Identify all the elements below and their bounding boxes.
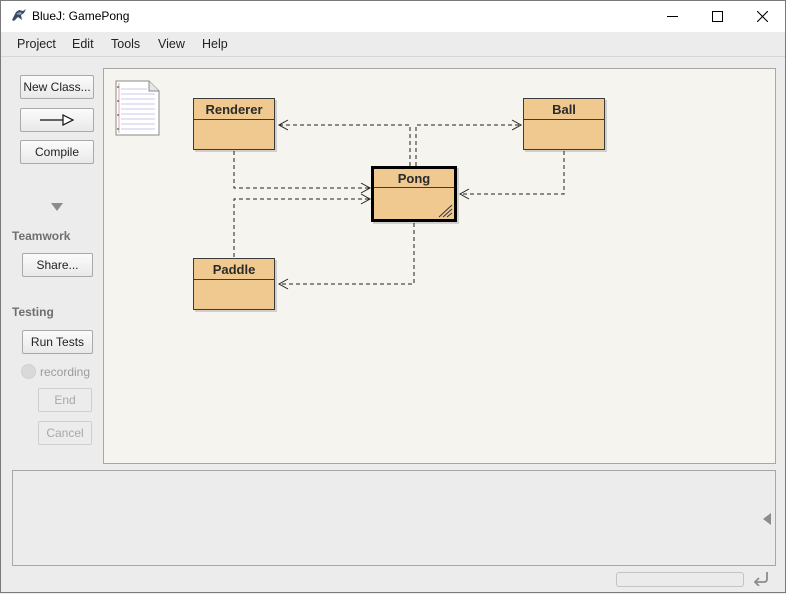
class-name: Ball <box>524 99 604 120</box>
menu-view[interactable]: View <box>158 37 185 51</box>
close-icon <box>756 11 768 22</box>
new-class-button[interactable]: New Class... <box>20 75 94 99</box>
maximize-icon <box>711 11 723 22</box>
minimize-button[interactable] <box>649 1 695 32</box>
close-button[interactable] <box>739 1 785 32</box>
share-button[interactable]: Share... <box>22 253 93 277</box>
class-name: Paddle <box>194 259 274 280</box>
class-ball[interactable]: Ball <box>523 98 605 150</box>
maximize-button[interactable] <box>694 1 740 32</box>
class-name: Pong <box>374 169 454 188</box>
teamwork-label: Teamwork <box>12 229 71 243</box>
menu-bar: Project Edit Tools View Help <box>1 32 785 56</box>
expand-panel-arrow-icon[interactable] <box>763 513 771 525</box>
class-renderer[interactable]: Renderer <box>193 98 275 150</box>
class-pong[interactable]: Pong <box>371 166 457 222</box>
new-inheritance-arrow-button[interactable] <box>20 108 94 132</box>
menu-help[interactable]: Help <box>202 37 228 51</box>
minimize-icon <box>666 16 678 17</box>
message-area <box>12 470 776 566</box>
menu-divider <box>1 56 785 57</box>
testing-label: Testing <box>12 305 54 319</box>
resize-handle-icon[interactable] <box>437 204 453 218</box>
class-paddle[interactable]: Paddle <box>193 258 275 310</box>
menu-edit[interactable]: Edit <box>72 37 94 51</box>
menu-tools[interactable]: Tools <box>111 37 141 51</box>
undo-arrow-icon[interactable] <box>752 570 770 586</box>
readme-document-icon[interactable] <box>113 79 161 137</box>
recording-indicator-icon <box>21 364 36 379</box>
inheritance-arrow-icon <box>40 114 75 126</box>
collapse-toolbar-triangle-icon[interactable] <box>51 203 63 211</box>
menu-project[interactable]: Project <box>17 37 56 51</box>
bluej-bird-icon <box>12 9 26 21</box>
end-button[interactable]: End <box>38 388 92 412</box>
cancel-button[interactable]: Cancel <box>38 421 92 445</box>
title-bar[interactable]: BlueJ: GamePong <box>1 1 785 32</box>
progress-bar <box>616 572 744 587</box>
compile-button[interactable]: Compile <box>20 140 94 164</box>
run-tests-button[interactable]: Run Tests <box>22 330 93 354</box>
class-name: Renderer <box>194 99 274 120</box>
window-title: BlueJ: GamePong <box>32 9 130 23</box>
recording-label: recording <box>40 365 91 379</box>
